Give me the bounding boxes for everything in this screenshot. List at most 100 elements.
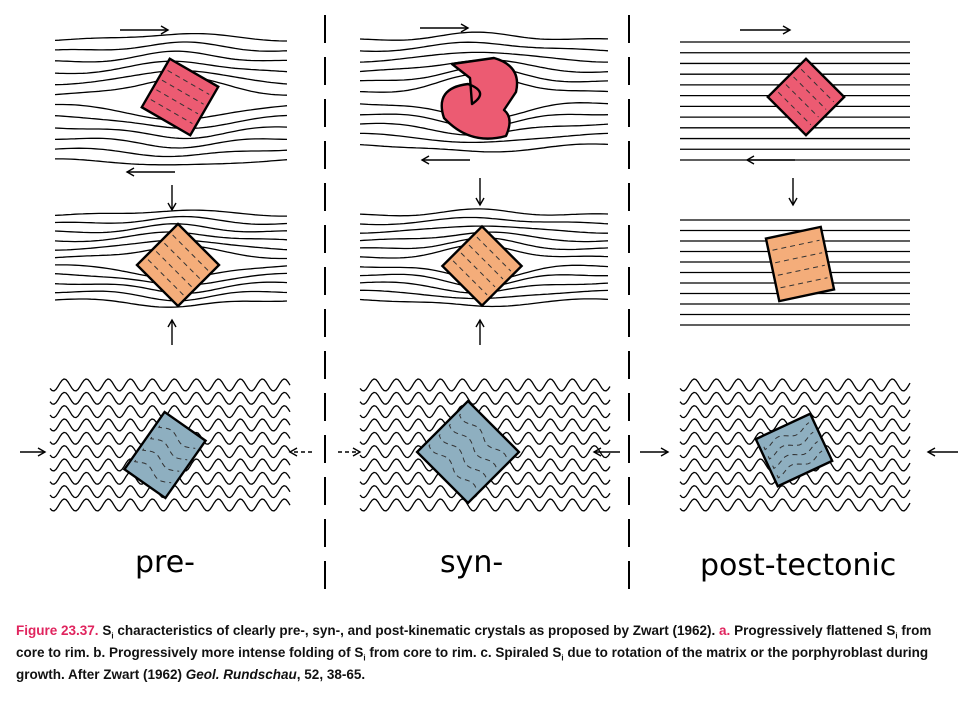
foliation-line	[49, 391, 291, 405]
caption-sub: i	[111, 631, 114, 641]
label-post-tectonic: post-tectonic	[700, 548, 896, 583]
arrow-head	[167, 318, 177, 328]
foliation-line	[359, 298, 609, 308]
foliation-line	[359, 51, 608, 63]
foliation-line	[359, 498, 611, 512]
inclusion-trail	[468, 244, 504, 280]
figure-caption: Figure 23.37. Si characteristics of clea…	[16, 620, 946, 686]
inclusion-trail	[780, 277, 828, 289]
inclusion-trail	[772, 239, 820, 251]
caption-sub: i	[561, 653, 564, 663]
inclusion-trail	[428, 444, 477, 489]
crystal	[440, 224, 524, 308]
foliation-line	[54, 215, 288, 225]
foliation-line	[359, 378, 611, 392]
inclusion-trail	[167, 70, 210, 95]
caption-journal: Geol. Rundschau	[185, 667, 297, 682]
foliation-line	[49, 498, 291, 512]
crystal-body	[122, 410, 208, 500]
caption-a-label: a.	[719, 623, 731, 638]
foliation-line	[54, 50, 287, 63]
foliation-line	[54, 126, 288, 140]
arrow-head	[125, 167, 135, 177]
foliation-line	[54, 41, 288, 52]
foliation-line	[679, 404, 911, 419]
foliation-line	[679, 378, 911, 392]
inclusion-trail	[149, 436, 188, 461]
caption-sub: i	[895, 631, 898, 641]
arrow-head	[160, 25, 170, 35]
foliation-line	[679, 391, 911, 405]
foliation-line	[54, 209, 287, 217]
arrow-head	[167, 202, 177, 212]
crystal	[764, 225, 836, 303]
inclusion-trail	[141, 448, 180, 472]
crystals	[122, 56, 846, 505]
zwart-diagram: pre- syn- post-tectonic	[20, 15, 958, 590]
crystal-body	[140, 57, 220, 137]
caption-text-4: from core to rim. c. Spiraled S	[365, 645, 562, 660]
inclusion-trail	[763, 422, 810, 451]
foliation-line	[679, 484, 911, 499]
arrows	[20, 23, 958, 457]
inclusion-trail	[775, 252, 823, 264]
crystal-body	[764, 225, 836, 303]
foliation-line	[54, 223, 288, 234]
inclusion-trail	[448, 423, 497, 468]
inclusion-trail	[767, 431, 814, 460]
inclusion-trail	[452, 260, 488, 296]
foliation-line	[54, 32, 287, 42]
foliation-line	[54, 114, 288, 130]
inclusion-trail	[772, 441, 818, 470]
arrow-head	[475, 197, 485, 207]
arrow-head	[475, 318, 485, 328]
arrow-head	[37, 447, 47, 457]
foliation-line	[359, 404, 611, 419]
foliation-line	[54, 147, 288, 158]
inclusion-trail	[161, 79, 204, 105]
label-syn: syn-	[440, 545, 503, 580]
caption-figure-label: Figure 23.37.	[16, 623, 99, 638]
foliation-line	[54, 298, 288, 308]
inclusion-trail	[777, 264, 825, 276]
arrow-head	[460, 23, 470, 33]
arrow-head	[788, 197, 798, 207]
foliation-line	[359, 41, 609, 53]
spiral-crystal	[440, 56, 519, 140]
inclusion-trail	[777, 91, 812, 126]
inclusion-trail	[460, 252, 496, 288]
crystal	[754, 412, 834, 488]
caption-text-3: from core to rim. b. Progressively more …	[16, 623, 932, 660]
arrow-head	[745, 155, 755, 165]
arrow-head	[926, 447, 936, 457]
foliation-line	[359, 31, 609, 41]
arrow-head	[420, 155, 430, 165]
inclusion-trail	[150, 99, 193, 124]
crystal-body	[135, 222, 221, 308]
arrow-head	[782, 25, 792, 35]
crystal-body	[766, 57, 846, 137]
foliation-line	[359, 391, 611, 405]
crystal-body	[415, 399, 521, 505]
inclusion-trail	[133, 459, 172, 484]
inclusion-trail	[776, 450, 823, 479]
foliation-line	[359, 225, 608, 234]
caption-text-2: Progressively flattened S	[730, 623, 896, 638]
foliation-line	[679, 471, 911, 485]
crystal-body	[440, 224, 524, 308]
foliation-line	[679, 498, 911, 512]
foliation-line	[359, 143, 609, 153]
crystal	[122, 410, 208, 500]
arrow-head	[660, 447, 670, 457]
foliation-line	[359, 216, 609, 226]
foliation-line	[54, 137, 288, 149]
caption-text-5: due to rotation of the matrix or the por…	[16, 645, 929, 682]
caption-text-6: , 52, 38-65.	[296, 667, 366, 682]
caption-s: S	[102, 623, 112, 638]
inclusion-trail	[157, 425, 196, 449]
inclusion-trail	[458, 413, 507, 458]
foliation-line	[360, 132, 609, 144]
foliation-line	[49, 404, 291, 419]
foliation-line	[55, 158, 288, 166]
crystal	[766, 57, 846, 137]
